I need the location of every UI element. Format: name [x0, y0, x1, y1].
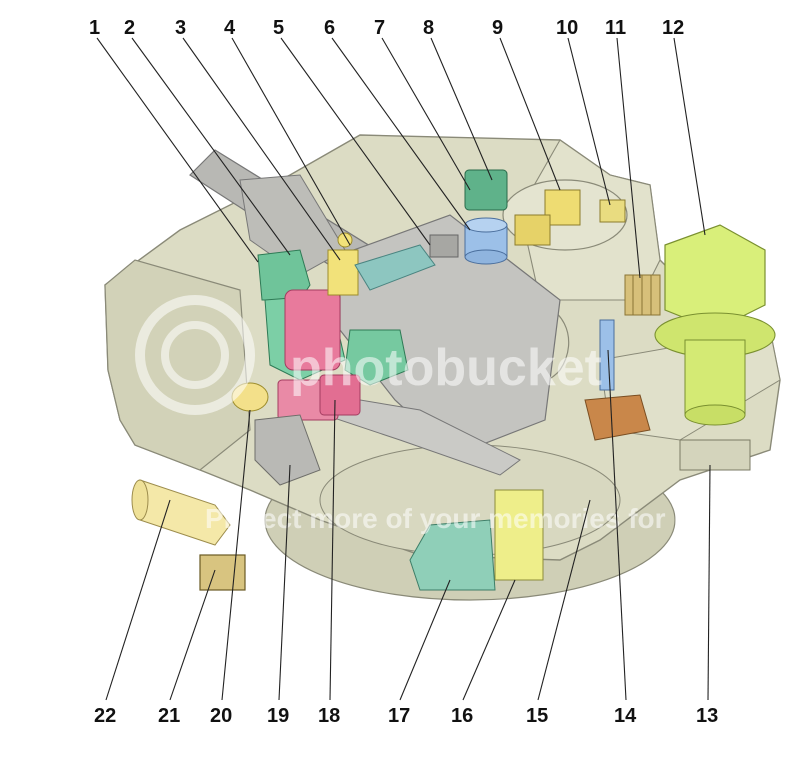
green-periscope: [464, 169, 508, 211]
leader-lines: [96, 37, 711, 701]
callout-2: 2: [124, 17, 135, 39]
teal-bar: [354, 244, 436, 291]
callout-3: 3: [175, 17, 186, 39]
callout-17: 17: [388, 705, 410, 727]
grey-seat: [254, 414, 321, 486]
callout-16: 16: [451, 705, 473, 727]
callout-9: 9: [492, 17, 503, 39]
watermark-tagline: Protect more of your memories for less!: [205, 503, 737, 534]
watermark-brand: photobucket: [290, 339, 602, 397]
brown-control-box: [584, 319, 651, 441]
right-box: [679, 439, 751, 471]
small-box: [599, 199, 626, 223]
commander-sight: [654, 224, 776, 426]
watermark: photobucket Protect more of your memorie…: [135, 295, 737, 534]
callout-13: 13: [696, 705, 718, 727]
callout-18: 18: [318, 705, 340, 727]
callout-12: 12: [662, 17, 684, 39]
top-callouts: 1 2 3 4 5 6 7 8 9 10 11 12: [89, 17, 684, 39]
pink-gunner-unit: [277, 289, 361, 421]
ammo-stack: [624, 274, 661, 316]
bottom-callouts: 22 21 20 19 18 17 16 15 14 13: [94, 705, 718, 727]
callout-11: 11: [605, 17, 626, 39]
blue-cylinder: [464, 217, 508, 265]
turret-front-face: [104, 259, 251, 471]
callout-22: 22: [94, 705, 116, 727]
callout-7: 7: [374, 17, 385, 39]
ammo-round: [131, 479, 231, 546]
callout-19: 19: [267, 705, 289, 727]
callout-10: 10: [556, 17, 578, 39]
callout-5: 5: [273, 17, 284, 39]
callout-4: 4: [224, 17, 236, 39]
gun-mantlet: [239, 174, 346, 276]
grey-box: [429, 234, 459, 258]
callout-21: 21: [158, 705, 180, 727]
callout-20: 20: [210, 705, 232, 727]
callout-8: 8: [423, 17, 434, 39]
loose-box: [199, 554, 246, 591]
callout-14: 14: [614, 705, 637, 727]
callout-6: 6: [324, 17, 335, 39]
yellow-boxes: [514, 189, 581, 246]
watermark-logo-icon: [135, 295, 255, 415]
yellow-gun-element: [327, 232, 359, 296]
yellow-floor-panel: [494, 489, 544, 581]
teal-floor-box: [409, 519, 496, 591]
callout-1: 1: [89, 17, 100, 39]
callout-15: 15: [526, 705, 548, 727]
